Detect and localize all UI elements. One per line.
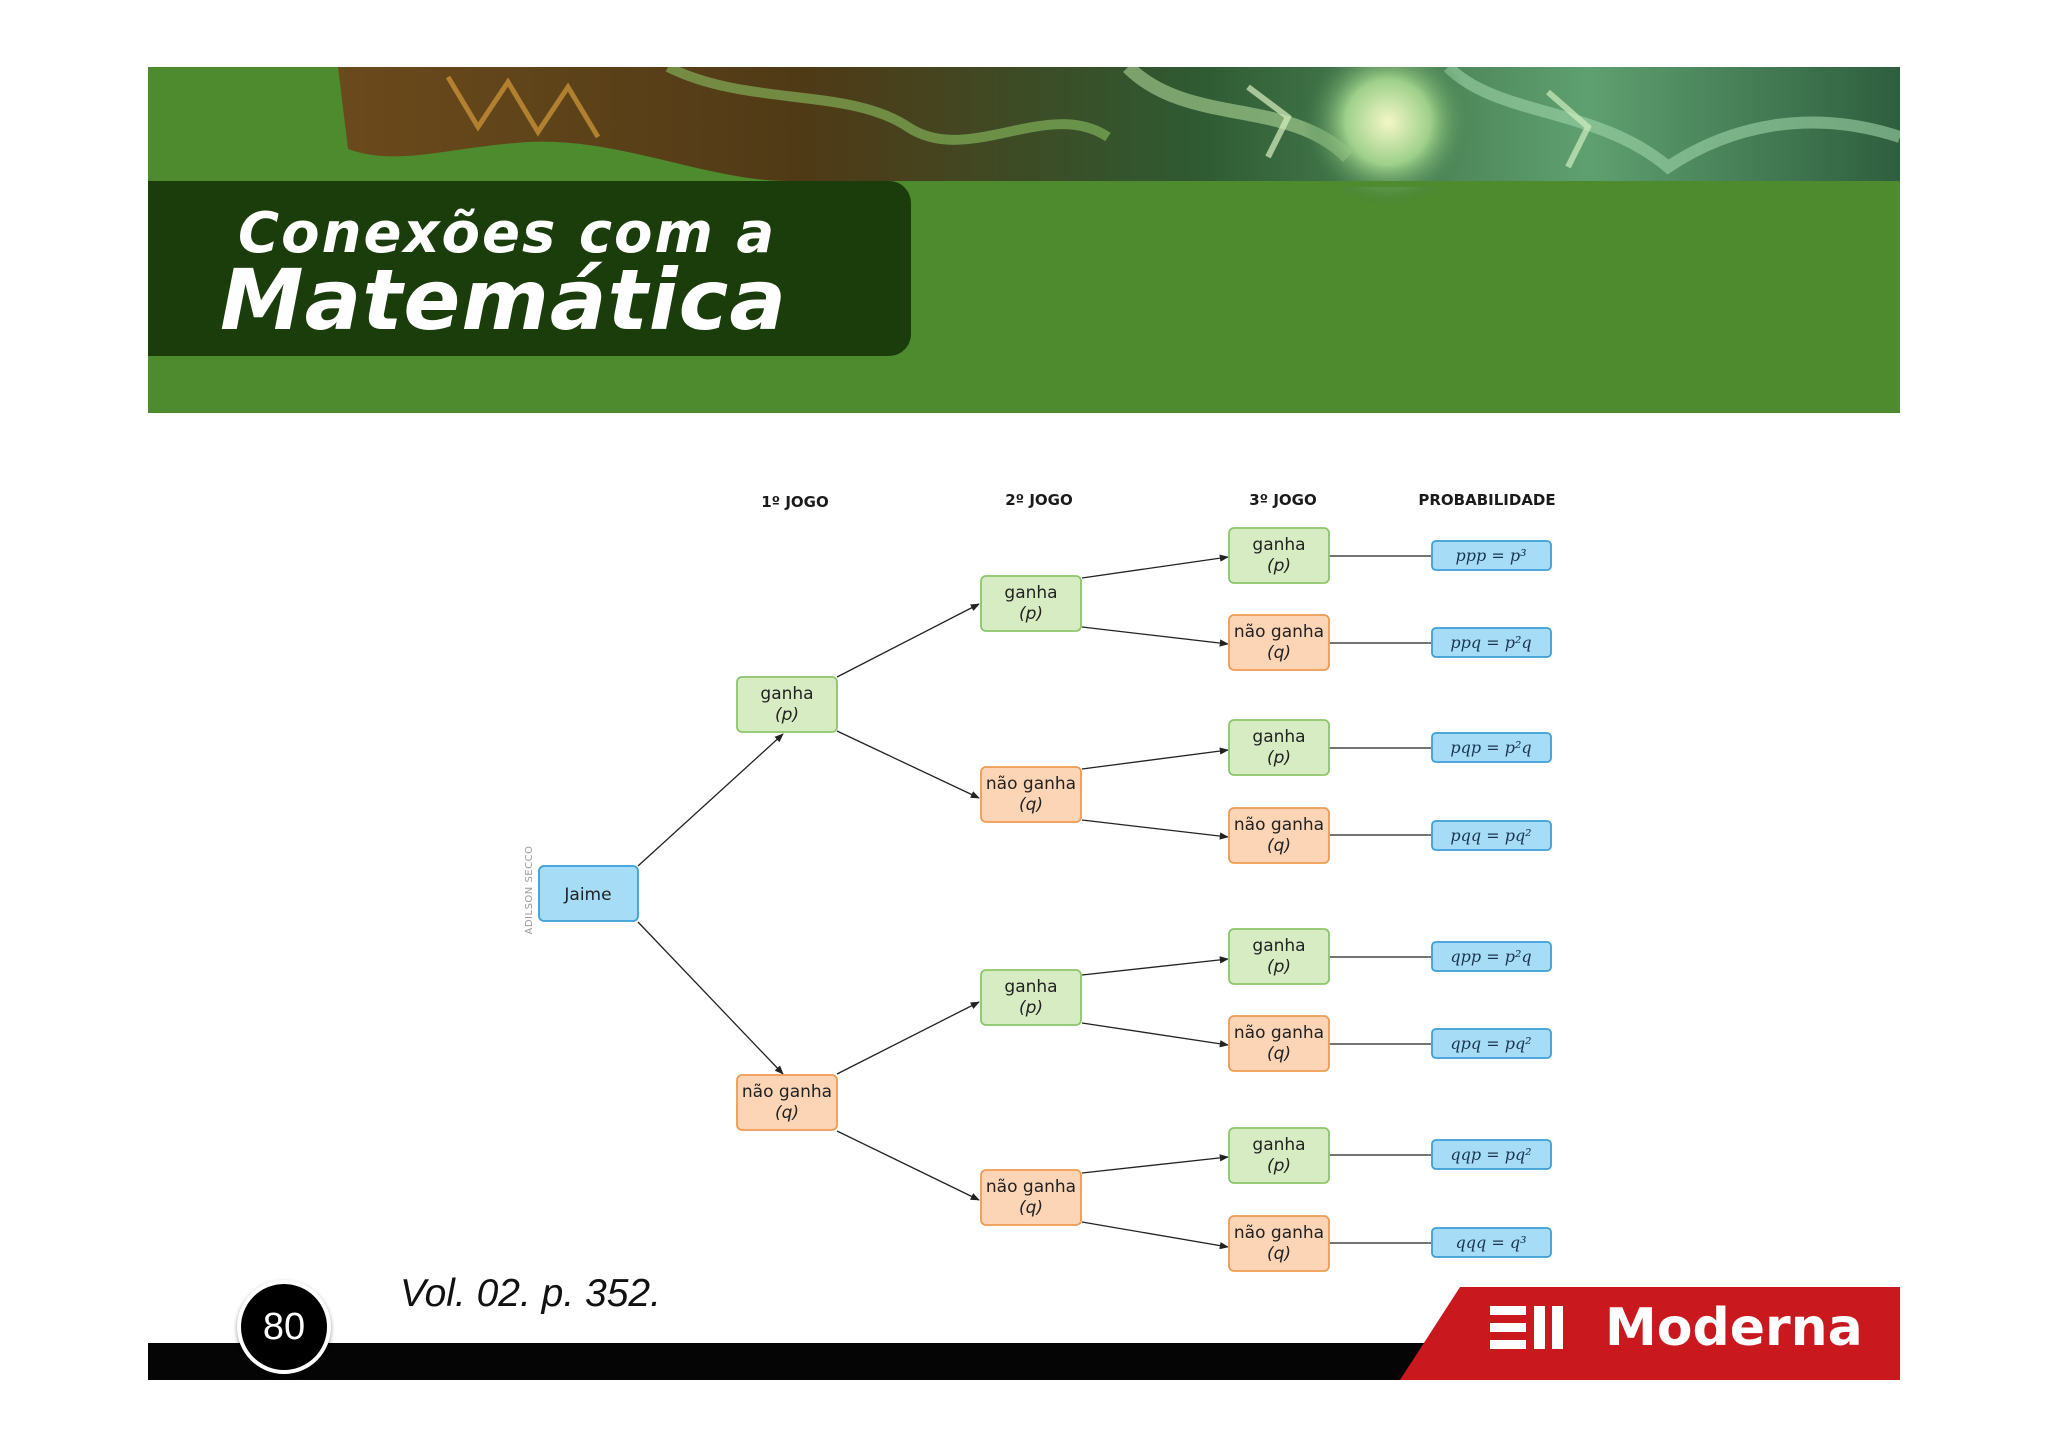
node-var: (p)	[1267, 556, 1291, 576]
node-game3-win-1: ganha (p)	[1228, 527, 1330, 584]
node-var: (q)	[1267, 836, 1291, 856]
node-var: (q)	[1019, 795, 1043, 815]
probability-label: qqq = q³	[1456, 1233, 1527, 1252]
node-game3-lose-4: não ganha (q)	[1228, 1215, 1330, 1272]
edge-pq-to-pqp	[1081, 747, 1229, 770]
node-game2-lose-a: não ganha (q)	[980, 766, 1082, 823]
node-var: (q)	[1019, 1198, 1043, 1218]
column-header-game3: 3º JOGO	[1249, 491, 1317, 509]
column-header-game2: 2º JOGO	[1005, 491, 1073, 509]
node-label: não ganha	[1234, 1223, 1324, 1243]
edge-qq-to-qqp	[1081, 1154, 1229, 1174]
node-game1-lose: não ganha (q)	[736, 1074, 838, 1131]
publisher-logo-icon	[1490, 1306, 1563, 1349]
page-number: 80	[262, 1306, 306, 1348]
node-label: ganha	[1252, 727, 1305, 747]
probability-label: pqq = pq²	[1450, 826, 1531, 845]
edge-q-to-qq	[836, 1130, 980, 1201]
node-label: não ganha	[986, 774, 1076, 794]
node-var: (q)	[1267, 1044, 1291, 1064]
node-var: (q)	[1267, 1244, 1291, 1264]
node-var: (p)	[1267, 748, 1291, 768]
node-game1-win: ganha (p)	[736, 676, 838, 733]
node-var: (q)	[1267, 643, 1291, 663]
node-root: Jaime	[538, 865, 639, 922]
illustration-credit: ADILSON SECCO	[524, 846, 535, 935]
probability-pqq: pqq = pq²	[1431, 820, 1552, 851]
probability-label: ppp = p³	[1456, 546, 1527, 565]
node-var: (p)	[775, 705, 799, 725]
node-label: ganha	[760, 684, 813, 704]
node-root-label: Jaime	[563, 885, 611, 905]
publisher-name: Moderna	[1605, 1298, 1863, 1358]
node-game3-lose-2: não ganha (q)	[1228, 807, 1330, 864]
edge-root-to-win	[637, 733, 784, 867]
edge-qq-to-qqq	[1081, 1221, 1229, 1250]
probability-label: qpq = pq²	[1450, 1034, 1531, 1053]
column-header-probability: PROBABILIDADE	[1418, 491, 1555, 509]
node-label: ganha	[1252, 535, 1305, 555]
edge-qp-to-qpq	[1081, 1022, 1229, 1048]
section-title-box: Conexões com a Matemática	[148, 181, 911, 356]
volume-reference: Vol. 02. p. 352.	[400, 1272, 661, 1315]
tree-connectors	[637, 554, 1431, 1250]
probability-qqp: qqp = pq²	[1431, 1139, 1552, 1170]
node-label: não ganha	[986, 1177, 1076, 1197]
edge-root-to-lose	[637, 921, 784, 1075]
node-label: ganha	[1252, 936, 1305, 956]
edge-p-to-pq	[836, 730, 980, 799]
node-label: ganha	[1004, 977, 1057, 997]
probability-pqp: pqp = p²q	[1431, 732, 1552, 763]
probability-ppp: ppp = p³	[1431, 540, 1552, 571]
column-header-game1: 1º JOGO	[761, 493, 829, 511]
node-game2-win-b: ganha (p)	[980, 969, 1082, 1026]
edge-pp-to-ppq	[1081, 626, 1229, 647]
edge-pp-to-ppp	[1081, 554, 1229, 579]
node-game3-win-3: ganha (p)	[1228, 928, 1330, 985]
edge-qp-to-qpp	[1081, 956, 1229, 976]
node-var: (p)	[1267, 1156, 1291, 1176]
node-game3-lose-3: não ganha (q)	[1228, 1015, 1330, 1072]
node-label: não ganha	[1234, 1023, 1324, 1043]
fractal-art-decoration	[338, 67, 1900, 207]
node-var: (q)	[775, 1103, 799, 1123]
probability-qqq: qqq = q³	[1431, 1227, 1552, 1258]
section-title-line2: Matemática	[220, 251, 788, 349]
node-label: não ganha	[742, 1082, 832, 1102]
node-var: (p)	[1267, 957, 1291, 977]
probability-label: ppq = p²q	[1450, 633, 1531, 652]
section-title-line1: Conexões com a	[238, 201, 777, 266]
node-label: ganha	[1004, 583, 1057, 603]
probability-qpq: qpq = pq²	[1431, 1028, 1552, 1059]
probability-label: pqp = p²q	[1450, 738, 1531, 757]
node-label: ganha	[1252, 1135, 1305, 1155]
probability-label: qpp = p²q	[1450, 947, 1531, 966]
node-game3-lose-1: não ganha (q)	[1228, 614, 1330, 671]
node-game2-lose-b: não ganha (q)	[980, 1169, 1082, 1226]
page-number-badge: 80	[237, 1280, 331, 1374]
node-game2-win-a: ganha (p)	[980, 575, 1082, 632]
edge-pq-to-pqq	[1081, 819, 1229, 840]
node-game3-win-2: ganha (p)	[1228, 719, 1330, 776]
probability-qpp: qpp = p²q	[1431, 941, 1552, 972]
node-label: não ganha	[1234, 622, 1324, 642]
edge-q-to-qp	[836, 1001, 980, 1075]
probability-ppq: ppq = p²q	[1431, 627, 1552, 658]
probability-label: qqp = pq²	[1450, 1145, 1531, 1164]
header-banner: Conexões com a Matemática	[148, 67, 1900, 413]
node-var: (p)	[1019, 604, 1043, 624]
node-var: (p)	[1019, 998, 1043, 1018]
node-game3-win-4: ganha (p)	[1228, 1127, 1330, 1184]
node-label: não ganha	[1234, 815, 1324, 835]
edge-p-to-pp	[836, 603, 980, 678]
